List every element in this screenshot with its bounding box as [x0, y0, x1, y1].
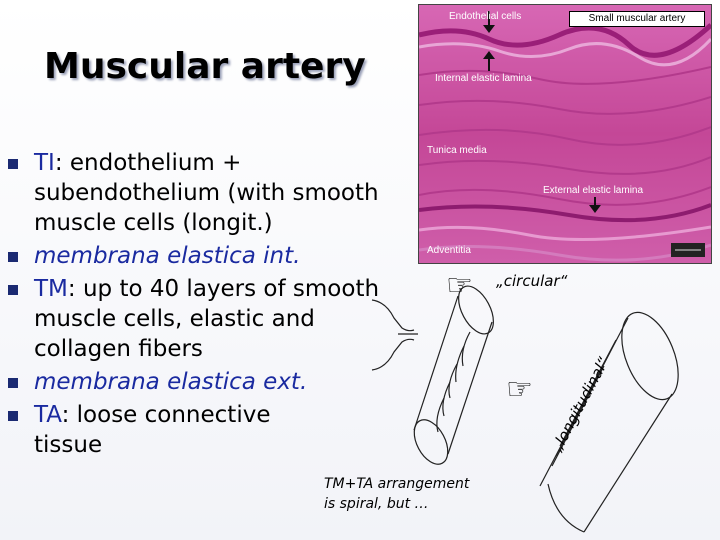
- pointing-hand-icon: ☞: [446, 268, 473, 303]
- label-tunica-media: Tunica media: [427, 145, 487, 156]
- bullet-membrana-ext: membrana elastica ext.: [8, 367, 408, 397]
- pointing-hand-icon: ☞: [506, 372, 533, 407]
- tissue-texture: [419, 5, 711, 263]
- bullet-marker: [8, 411, 18, 421]
- bullet-membrana-int: membrana elastica int.: [8, 241, 408, 271]
- bullet-marker: [8, 159, 18, 169]
- label-small-muscular-artery: Small muscular artery: [569, 11, 705, 27]
- bullet-text: : loose connective tissue: [34, 402, 271, 458]
- bullet-tunica-media: TM: up to 40 layers of smooth muscle cel…: [8, 274, 408, 364]
- bullet-text: : endothelium + subendothelium (with smo…: [34, 150, 379, 236]
- bullet-list: TI: endothelium + subendothelium (with s…: [8, 148, 408, 460]
- longitudinal-tube: [539, 311, 679, 533]
- arrangement-note: TM+TA arrangement is spiral, but …: [324, 474, 469, 514]
- brace: [371, 299, 415, 332]
- bullet-marker: [8, 285, 18, 295]
- bullet-tunica-adventitia: TA: loose connective tissue: [8, 400, 304, 460]
- label-adventitia: Adventitia: [427, 245, 471, 256]
- bullet-marker: [8, 378, 18, 388]
- bullet-lead: TA: [34, 402, 62, 428]
- note-line-2: is spiral, but …: [324, 496, 429, 512]
- bullet-lead: TM: [34, 276, 68, 302]
- slide-title: Muscular artery: [44, 46, 366, 87]
- label-internal-elastic: Internal elastic lamina: [435, 73, 532, 84]
- bullet-text: membrana elastica ext.: [34, 369, 308, 395]
- bullet-tunica-intima: TI: endothelium + subendothelium (with s…: [8, 148, 408, 238]
- bullet-text: : up to 40 layers of smooth muscle cells…: [34, 276, 380, 362]
- artery-micrograph: Endothelial cells Small muscular artery …: [418, 4, 712, 264]
- note-line-1: TM+TA arrangement: [324, 476, 470, 492]
- label-circular: „circular“: [496, 272, 568, 290]
- label-endothelial: Endothelial cells: [449, 11, 522, 22]
- bullet-marker: [8, 252, 18, 262]
- circular-tube: [413, 285, 494, 465]
- label-external-elastic: External elastic lamina: [543, 185, 644, 196]
- bullet-text: membrana elastica int.: [34, 243, 301, 269]
- bullet-lead: TI: [34, 150, 55, 176]
